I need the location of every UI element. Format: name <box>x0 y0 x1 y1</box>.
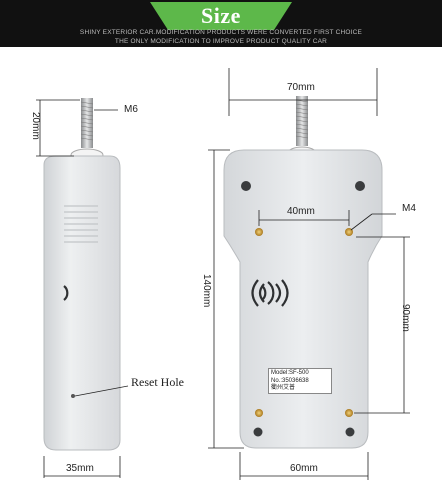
dim-35mm-label: 35mm <box>66 463 94 474</box>
back-dimension-lines <box>208 68 410 480</box>
back-view <box>63 96 383 449</box>
dim-60mm-label: 60mm <box>290 463 318 474</box>
tagline-2: THE ONLY MODIFICATION TO IMPROVE PRODUCT… <box>114 38 328 45</box>
size-title-badge: Size <box>150 2 292 30</box>
reset-hole <box>71 394 75 398</box>
side-view <box>43 98 121 451</box>
back-body <box>223 149 383 449</box>
corner-hole <box>345 427 355 437</box>
grip-ribs <box>64 205 98 243</box>
m6-label: M6 <box>124 104 138 115</box>
maker-text: 衢州艾普 <box>271 385 296 391</box>
m4-mount-hole <box>255 228 263 236</box>
side-body <box>43 155 121 451</box>
side-dimension-lines <box>36 99 129 478</box>
tagline-1: SHINY EXTERIOR CAR.MODIFICATION PRODUCTS… <box>79 29 363 36</box>
title-badge-shape <box>150 2 292 30</box>
serial-text: No.:35036638 <box>271 377 309 384</box>
m4-label: M4 <box>402 203 416 214</box>
dim-140mm-label: 140mm <box>201 274 212 308</box>
dim-70mm-label: 70mm <box>287 82 315 93</box>
model-text: Model:SF-500 <box>271 370 309 376</box>
corner-hole <box>241 181 251 191</box>
page-title: Size <box>201 3 241 28</box>
corner-hole <box>355 181 365 191</box>
m4-mount-hole <box>345 409 353 417</box>
model-nameplate: Model:SF-500 No.:35036638 衢州艾普 <box>268 368 332 394</box>
reset-hole-label: Reset Hole <box>131 375 184 389</box>
dim-20mm-label: 20mm <box>30 112 41 140</box>
m4-mount-hole <box>255 409 263 417</box>
dim-40mm-label: 40mm <box>287 206 315 217</box>
corner-hole <box>253 427 263 437</box>
dim-90mm-label: 90mm <box>400 304 411 332</box>
